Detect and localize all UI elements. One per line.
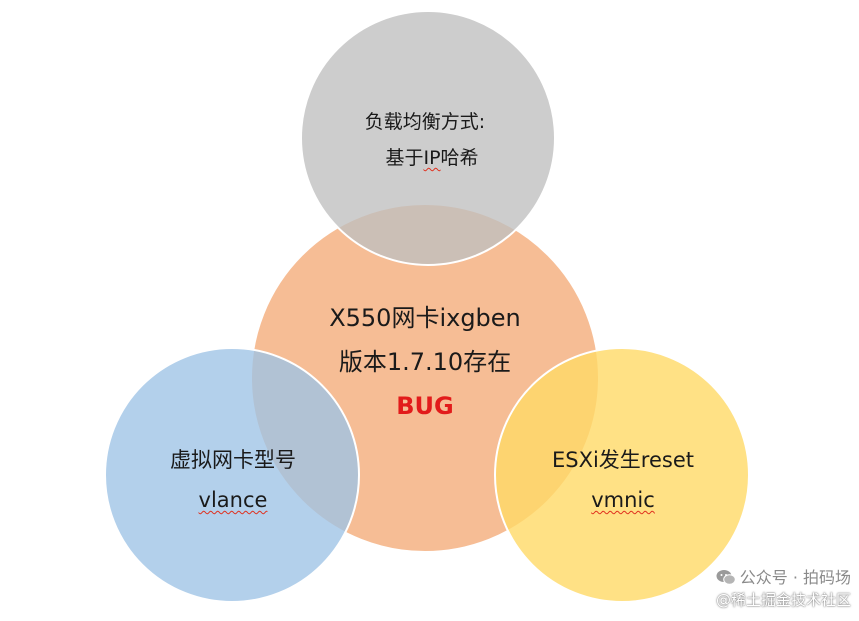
center-circle-label: X550网卡ixgben 版本1.7.10存在 BUG [275,296,575,428]
top-circle-label: 负载均衡方式: 基于IP哈希 [300,104,550,176]
watermark-line-1: 公众号 · 拍码场 [739,568,851,587]
left-label-line-1: 虚拟网卡型号 [170,448,296,472]
wechat-icon [716,570,736,585]
left-circle-label: 虚拟网卡型号 vlance [108,440,358,520]
circle-left [104,347,360,603]
top-label-line-1: 负载均衡方式: [364,111,486,133]
right-label-line-1: ESXi发生reset [551,448,694,472]
center-label-line-1: X550网卡ixgben [329,304,521,332]
ip-underlined-text: IP [423,147,441,169]
left-label-line-2: vlance [198,488,268,512]
circle-top [300,10,556,266]
right-circle-label: ESXi发生reset vmnic [498,440,748,520]
watermark: 公众号 · 拍码场 @稀土掘金技术社区 [716,567,851,611]
top-label-line-2: 基于IP哈希 [385,147,479,169]
right-label-line-2: vmnic [591,488,655,512]
bug-highlight: BUG [396,392,454,420]
center-label-line-2: 版本1.7.10存在 [338,348,512,376]
watermark-line-2: @稀土掘金技术社区 [715,591,851,609]
circle-right [494,347,750,603]
